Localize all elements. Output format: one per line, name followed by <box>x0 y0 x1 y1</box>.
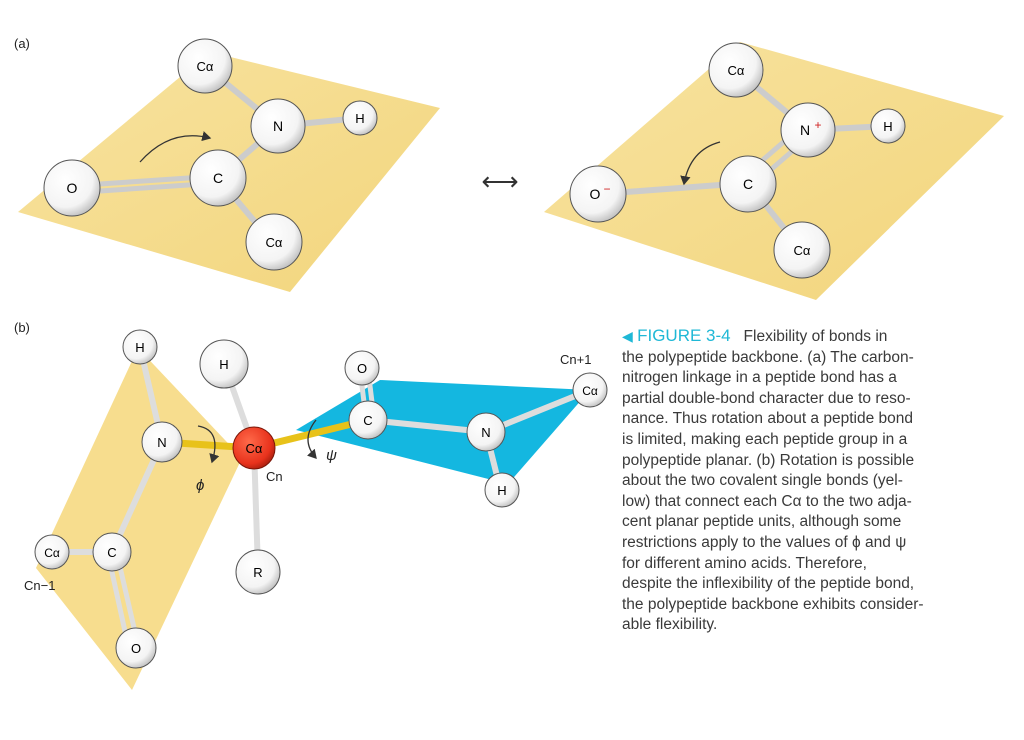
panel-a-left: Cα N H O C Cα <box>18 38 440 292</box>
rotation-arrow-a-right <box>680 141 721 186</box>
atom-ca-bottom-a-right: Cα <box>773 221 831 279</box>
atom-n-a-left: N <box>250 98 306 154</box>
atom-c-right-b: C <box>348 400 388 440</box>
resonance-arrow: ⟷ <box>481 166 518 196</box>
atom-c-a-left: C <box>189 149 247 207</box>
rotation-arrow-a-left <box>139 131 212 163</box>
svg-text:N: N <box>157 435 166 450</box>
svg-text:C: C <box>107 545 116 560</box>
panel-label-b: (b) <box>14 320 30 335</box>
svg-text:Cα: Cα <box>266 235 283 250</box>
svg-text:H: H <box>219 357 228 372</box>
svg-text:N: N <box>481 425 490 440</box>
atom-h-a-left: H <box>342 100 378 136</box>
svg-text:C: C <box>213 170 223 186</box>
peptide-plane-blue <box>296 380 590 484</box>
caption-line: about the two covalent single bonds (yel… <box>622 472 903 490</box>
label-psi: ψ <box>326 447 337 464</box>
svg-text:N: N <box>273 118 283 134</box>
atom-h-center-b: H <box>199 339 249 389</box>
caption-line: despite the inflexibility of the peptide… <box>622 575 915 593</box>
atom-r-b: R <box>235 549 281 595</box>
atom-h-a-right: H <box>870 108 906 144</box>
atom-c-a-right: C <box>719 155 777 213</box>
svg-text:Cα: Cα <box>794 243 811 258</box>
svg-text:Cα: Cα <box>728 63 745 78</box>
atom-ca-top-a-right: Cα <box>708 42 764 98</box>
positive-charge: + <box>814 118 821 132</box>
caption-marker-icon: ◀ <box>622 328 633 344</box>
atom-c-left-b: C <box>92 532 132 572</box>
atom-o-a-left: O <box>43 159 101 217</box>
svg-text:Cα: Cα <box>44 546 60 560</box>
svg-text:H: H <box>497 483 506 498</box>
svg-text:O: O <box>357 361 367 376</box>
psi-rotation-arrow <box>306 419 317 459</box>
atom-h-left-b: H <box>122 329 158 365</box>
atom-h-right-b: H <box>484 472 520 508</box>
svg-text:Cα: Cα <box>197 59 214 74</box>
caption-line: low) that connect each Cα to the two adj… <box>622 492 912 510</box>
caption-line: polypeptide planar. (b) Rotation is poss… <box>622 451 915 469</box>
atom-o-a-right: O − <box>569 165 627 223</box>
caption-line: cent planar peptide units, although some <box>622 513 902 531</box>
atom-ca-bottom-a-left: Cα <box>245 213 303 271</box>
caption-line: nance. Thus rotation about a peptide bon… <box>622 410 913 428</box>
caption-line: Flexibility of bonds in <box>743 328 888 345</box>
svg-text:Cα: Cα <box>582 384 598 398</box>
atom-ca-top-a-left: Cα <box>177 38 233 94</box>
panel-b: H N Cα C O H Cα R <box>24 329 608 690</box>
atom-n-a-right: N + <box>780 102 836 158</box>
svg-text:O: O <box>131 641 141 656</box>
svg-text:O: O <box>67 180 78 196</box>
caption-line: the polypeptide backbone. (a) The carbon… <box>622 348 914 366</box>
label-cn-plus-1: Cn+1 <box>560 352 591 367</box>
atom-o-right-b: O <box>344 350 380 386</box>
peptide-plane-right <box>544 42 1004 300</box>
caption-line: partial double-bond character due to res… <box>622 389 911 407</box>
svg-text:O: O <box>590 186 601 202</box>
atom-o-left-b: O <box>115 627 157 669</box>
caption-figure-number: FIGURE 3-4 <box>637 326 731 345</box>
peptide-plane-yellow <box>36 348 242 690</box>
atom-n-right-b: N <box>466 412 506 452</box>
svg-text:R: R <box>253 565 262 580</box>
svg-text:H: H <box>135 340 144 355</box>
atom-n-left-b: N <box>141 421 183 463</box>
caption-line: the polypeptide backbone exhibits consid… <box>622 595 924 613</box>
svg-text:H: H <box>355 111 364 126</box>
atom-ca-center-b: Cα <box>232 426 276 470</box>
label-cn: Cn <box>266 469 283 484</box>
label-cn-minus-1: Cn−1 <box>24 578 55 593</box>
svg-text:C: C <box>363 413 372 428</box>
caption-line: is limited, making each peptide group in… <box>622 430 908 448</box>
figure-caption: ◀ FIGURE 3-4 Flexibility of bonds in the… <box>622 326 994 636</box>
svg-text:H: H <box>883 119 892 134</box>
negative-charge: − <box>603 182 610 196</box>
atom-ca-right-b: Cα <box>572 372 608 408</box>
panel-label-a: (a) <box>14 36 30 51</box>
caption-line: for different amino acids. Therefore, <box>622 554 867 572</box>
svg-text:Cα: Cα <box>246 441 263 456</box>
caption-line: nitrogen linkage in a peptide bond has a <box>622 369 897 387</box>
svg-text:N: N <box>800 122 810 138</box>
phi-rotation-arrow <box>197 425 220 464</box>
svg-text:C: C <box>743 176 753 192</box>
caption-line: able flexibility. <box>622 616 718 634</box>
label-phi: ϕ <box>196 477 204 494</box>
panel-a-right: Cα N + H O − C Cα <box>544 42 1004 300</box>
atom-ca-left-b: Cα <box>34 534 70 570</box>
caption-line: restrictions apply to the values of ϕ an… <box>622 533 907 551</box>
